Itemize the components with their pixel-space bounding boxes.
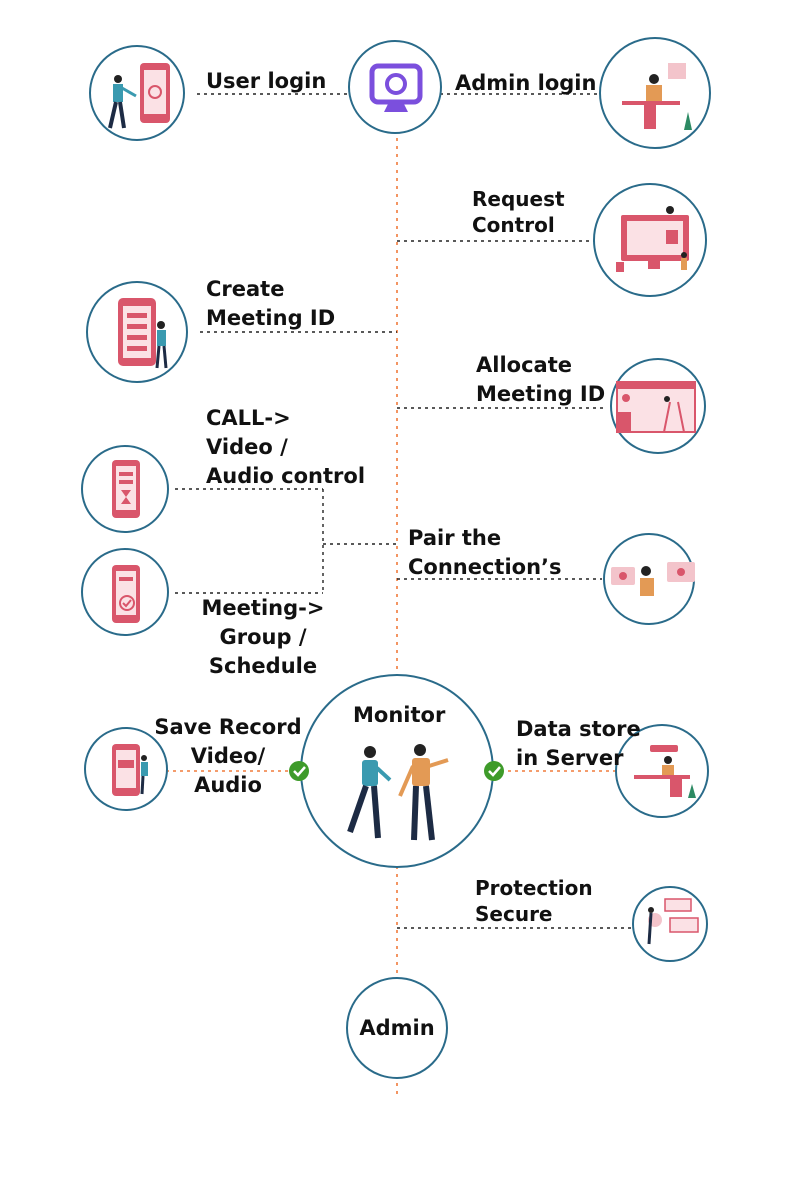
server-desk-icon (634, 745, 696, 798)
request-control-label: Request Control (472, 187, 565, 237)
desk-admin-icon (622, 63, 692, 130)
monitor-title: Monitor (353, 703, 446, 727)
meeting-group-node (81, 548, 169, 636)
check-icon (289, 761, 309, 781)
data-store-node (615, 724, 709, 818)
protection-node (632, 886, 708, 962)
data-store-label: Data store in Server (516, 717, 641, 770)
user-login-label: User login (206, 69, 327, 93)
two-people-icon (347, 744, 449, 841)
desktop-screen-icon (616, 206, 689, 272)
phone-hourglass-icon (112, 460, 140, 518)
call-control-node (81, 445, 169, 533)
admin-title: Admin (359, 1016, 435, 1040)
admin-login-node (599, 37, 711, 149)
start-node (348, 40, 442, 134)
phone-record-icon (112, 744, 148, 796)
phone-list-icon (118, 298, 168, 369)
admin-node (346, 977, 448, 1079)
phone-check-icon (112, 565, 140, 623)
pair-connection-node (603, 533, 695, 625)
pair-connection-label: Pair the Connection’s (408, 526, 562, 579)
save-record-label: Save Record Video/ Audio (154, 715, 302, 797)
allocate-meeting-id-node (610, 358, 706, 454)
request-control-node (593, 183, 707, 297)
meeting-group-label: Meeting-> Group / Schedule (201, 596, 325, 678)
check-icon (484, 761, 504, 781)
shield-lock-icon (647, 898, 699, 945)
create-meeting-id-node (86, 281, 188, 383)
call-control-label: CALL-> Video / Audio control (206, 406, 366, 488)
create-meeting-id-label: Create Meeting ID (206, 277, 336, 330)
browser-ladder-icon (616, 381, 696, 433)
phone-user-icon (108, 63, 170, 129)
allocate-meeting-id-label: Allocate Meeting ID (476, 353, 606, 406)
chat-bubbles-icon (611, 562, 695, 596)
save-record-node (84, 727, 168, 811)
protection-label: Protection Secure (475, 876, 593, 926)
admin-login-label: Admin login (455, 71, 597, 95)
connectors (175, 93, 632, 929)
monitor-camera-icon (369, 63, 423, 112)
monitor-node (300, 674, 494, 868)
user-login-node (89, 45, 185, 141)
